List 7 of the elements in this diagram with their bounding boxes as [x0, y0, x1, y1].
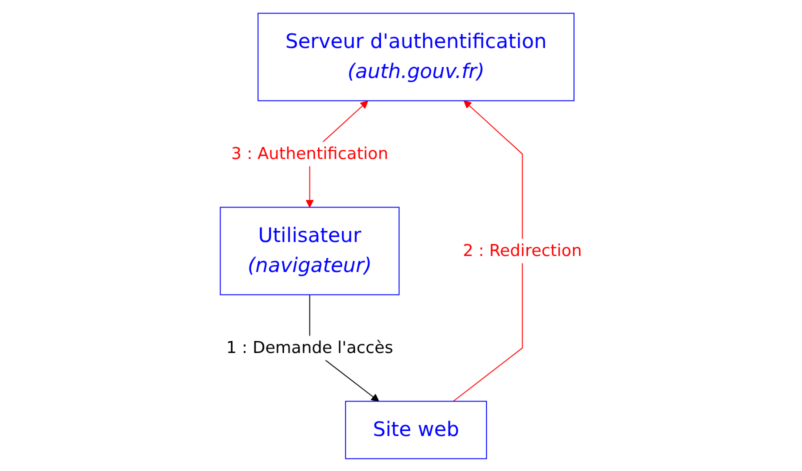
arrow	[452, 100, 523, 402]
edge-label: 3 : Authentification	[231, 144, 388, 164]
edge-label: 1 : Demande l'accès	[226, 338, 394, 358]
node-box: Serveur d'authentification (auth.gouv.fr)	[258, 12, 574, 101]
node-box: Site web	[345, 400, 487, 459]
node-box: Utilisateur (navigateur)	[220, 206, 400, 295]
edge-label: 2 : Redirection	[462, 240, 582, 260]
